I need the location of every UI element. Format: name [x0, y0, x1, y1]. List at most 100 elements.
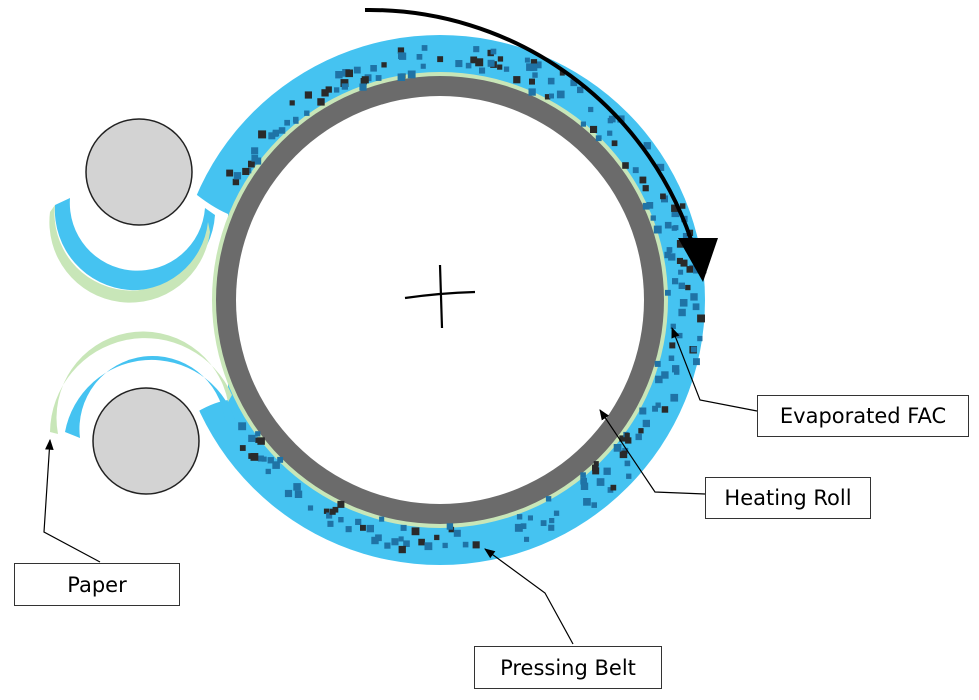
- fac-particle: [398, 545, 406, 554]
- fac-particle: [490, 48, 497, 55]
- fac-particle: [678, 282, 685, 289]
- pressing-belt-upper-strand: [54, 198, 215, 291]
- fac-particle: [384, 542, 391, 549]
- fac-particle: [345, 69, 353, 78]
- fac-particle: [446, 523, 454, 530]
- fac-particle: [272, 461, 280, 469]
- leader-heating-roll: [599, 409, 706, 495]
- fac-particle: [514, 523, 523, 532]
- fac-particle: [664, 251, 671, 259]
- fac-particle: [424, 542, 433, 551]
- fac-particle: [678, 269, 684, 275]
- fac-particle: [690, 346, 697, 353]
- fac-particle: [619, 435, 626, 442]
- leader-paper: [43, 438, 101, 563]
- fac-particle: [497, 56, 504, 62]
- fac-particle: [669, 342, 676, 349]
- fac-particle: [479, 67, 486, 74]
- fac-particle: [625, 437, 632, 444]
- fac-particle: [613, 444, 622, 452]
- fac-particle: [595, 135, 602, 142]
- label-evaporated-fac: Evaporated FAC: [757, 395, 969, 437]
- fac-particle: [418, 538, 425, 546]
- fac-particle: [622, 162, 629, 169]
- fac-particle: [642, 202, 650, 210]
- fac-particle: [359, 83, 367, 91]
- fac-particle: [421, 45, 428, 51]
- fac-particle: [268, 132, 276, 140]
- fac-particle: [232, 178, 240, 186]
- fac-particle: [583, 498, 591, 506]
- fac-particle: [355, 518, 362, 525]
- fac-particle: [366, 524, 374, 533]
- fac-particle: [335, 71, 343, 79]
- fac-particle: [638, 428, 644, 434]
- fac-particle: [293, 483, 301, 491]
- fac-particle: [345, 526, 352, 533]
- fac-particle: [239, 445, 246, 451]
- fac-particle: [257, 437, 265, 445]
- fac-particle: [643, 142, 651, 150]
- fac-particle: [520, 523, 527, 529]
- fac-particle: [391, 538, 399, 546]
- fac-particle: [673, 225, 679, 231]
- fac-particle: [593, 461, 599, 467]
- fac-particle: [671, 204, 679, 212]
- fac-particle: [248, 160, 255, 168]
- fac-particle: [679, 203, 686, 209]
- fac-particle: [611, 140, 618, 147]
- fac-particle: [660, 193, 666, 200]
- fac-particle: [686, 266, 694, 273]
- upper-roller: [85, 118, 193, 226]
- fac-particle: [284, 119, 290, 126]
- fac-particle: [540, 520, 547, 526]
- fac-particle: [337, 500, 345, 508]
- fac-particle: [371, 536, 379, 545]
- fac-particle: [670, 323, 676, 329]
- fac-particle: [251, 154, 259, 162]
- fac-particle: [652, 405, 658, 412]
- fac-particle: [255, 437, 261, 443]
- fac-particle: [434, 534, 440, 541]
- fac-particle: [607, 487, 614, 493]
- fac-particle: [672, 278, 679, 285]
- fac-particle: [455, 60, 463, 68]
- fac-particle: [693, 358, 700, 366]
- fac-particle: [653, 225, 662, 234]
- fac-particle: [642, 185, 649, 192]
- fac-particle: [642, 419, 650, 428]
- fac-particle: [556, 90, 565, 99]
- rotation-arrowhead: [678, 238, 718, 282]
- fac-particle: [272, 130, 279, 137]
- fac-particle: [547, 77, 555, 85]
- fac-particle: [360, 524, 366, 531]
- fac-particle: [470, 56, 478, 64]
- leader-evaporated-fac: [671, 326, 758, 412]
- fac-particle: [317, 98, 325, 106]
- fac-particle: [326, 512, 333, 519]
- fac-particle: [294, 490, 303, 498]
- fac-particle: [672, 365, 680, 373]
- fac-particle: [553, 510, 560, 516]
- fac-particle: [265, 468, 271, 475]
- fac-particle: [527, 515, 533, 521]
- fac-particle: [338, 517, 344, 523]
- fac-particle: [334, 87, 340, 93]
- fac-particle: [665, 289, 671, 296]
- fac-particle: [608, 115, 616, 123]
- label-pressing-belt: Pressing Belt: [474, 646, 662, 689]
- paper-upper-strand: [49, 205, 210, 303]
- fac-particle: [624, 432, 630, 438]
- fac-particle: [655, 402, 661, 408]
- fac-particle: [545, 496, 552, 502]
- fac-particle: [453, 529, 461, 537]
- fac-particle: [465, 62, 472, 69]
- fac-particle: [610, 484, 617, 491]
- fac-particle: [353, 66, 361, 74]
- rotation-arrow: [364, 7, 697, 253]
- fac-particle: [685, 284, 691, 291]
- fac-particle: [257, 455, 264, 462]
- fac-particle: [666, 247, 673, 253]
- fac-particle: [278, 127, 286, 134]
- fac-particle: [661, 406, 669, 413]
